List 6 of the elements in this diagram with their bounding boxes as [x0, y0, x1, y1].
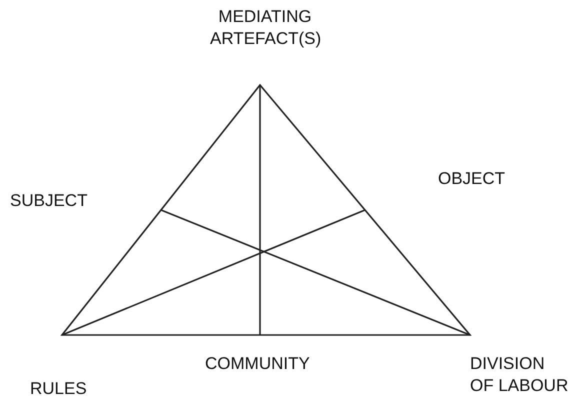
vertex-label: DIVISION OF LABOUR: [470, 353, 570, 397]
side-label: COMMUNITY: [205, 353, 310, 375]
side-label: OBJECT: [438, 168, 506, 190]
vertex-label: MEDIATING ARTEFACT(S): [210, 6, 320, 50]
side-label: SUBJECT: [10, 190, 88, 212]
vertex-label: RULES: [30, 378, 87, 400]
